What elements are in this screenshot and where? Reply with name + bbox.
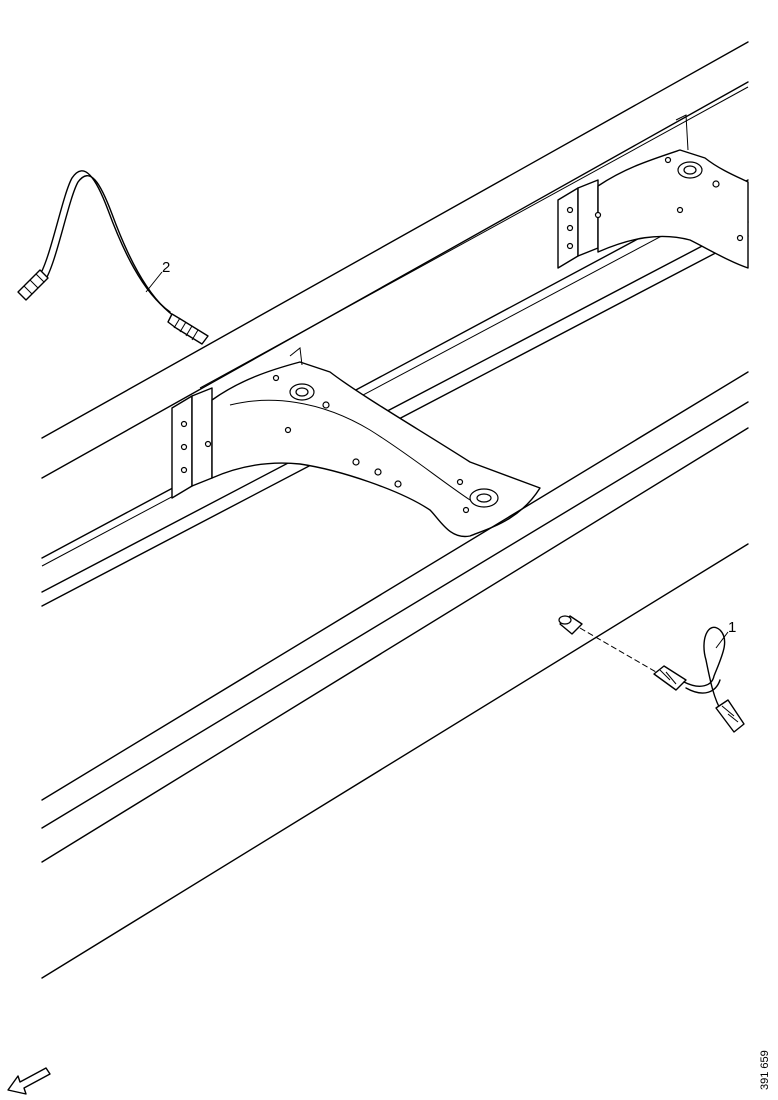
hose-2: [17, 170, 209, 345]
cross-member-front: [171, 347, 541, 538]
drawing-number: 391 659: [759, 1050, 771, 1090]
direction-arrow-icon: [7, 1067, 51, 1095]
cross-member-rear: [557, 114, 749, 269]
callout-label-2: 2: [162, 259, 170, 276]
hose-1: [558, 615, 745, 733]
lower-side-member: [41, 371, 749, 979]
upper-side-member: [41, 41, 749, 607]
callout-label-1: 1: [728, 619, 736, 636]
